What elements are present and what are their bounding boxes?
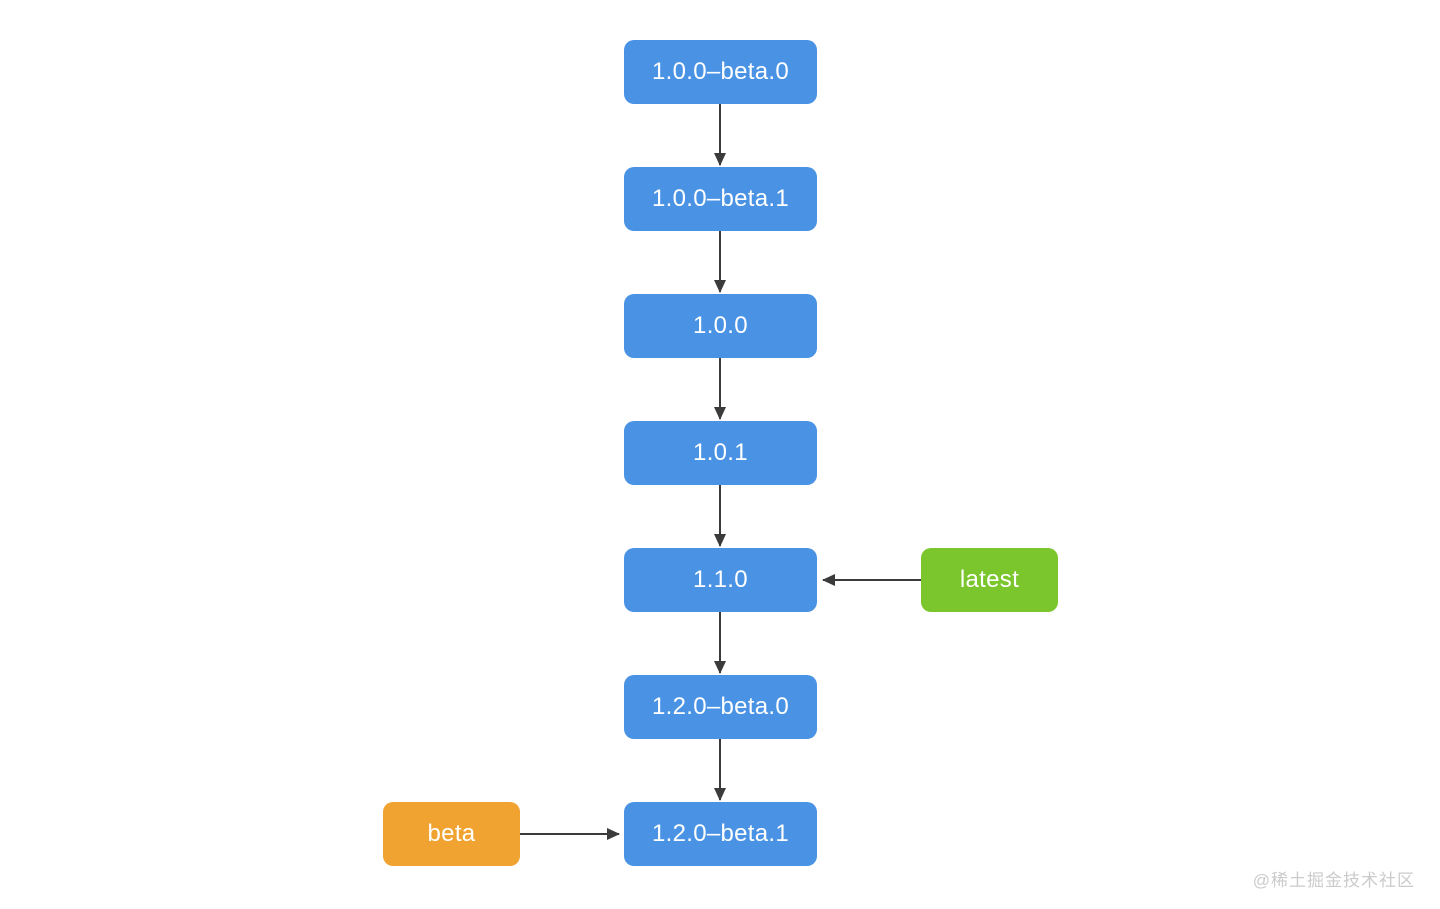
- version-node-1-0-0-beta-0: 1.0.0–beta.0: [624, 40, 817, 104]
- dist-tag-latest: latest: [921, 548, 1058, 612]
- version-node-1-2-0-beta-0: 1.2.0–beta.0: [624, 675, 817, 739]
- dist-tag-beta: beta: [383, 802, 520, 866]
- version-node-1-0-0: 1.0.0: [624, 294, 817, 358]
- version-node-1-0-0-beta-1: 1.0.0–beta.1: [624, 167, 817, 231]
- version-node-1-2-0-beta-1: 1.2.0–beta.1: [624, 802, 817, 866]
- version-node-1-1-0: 1.1.0: [624, 548, 817, 612]
- version-node-1-0-1: 1.0.1: [624, 421, 817, 485]
- watermark: @稀土掘金技术社区: [1252, 871, 1415, 890]
